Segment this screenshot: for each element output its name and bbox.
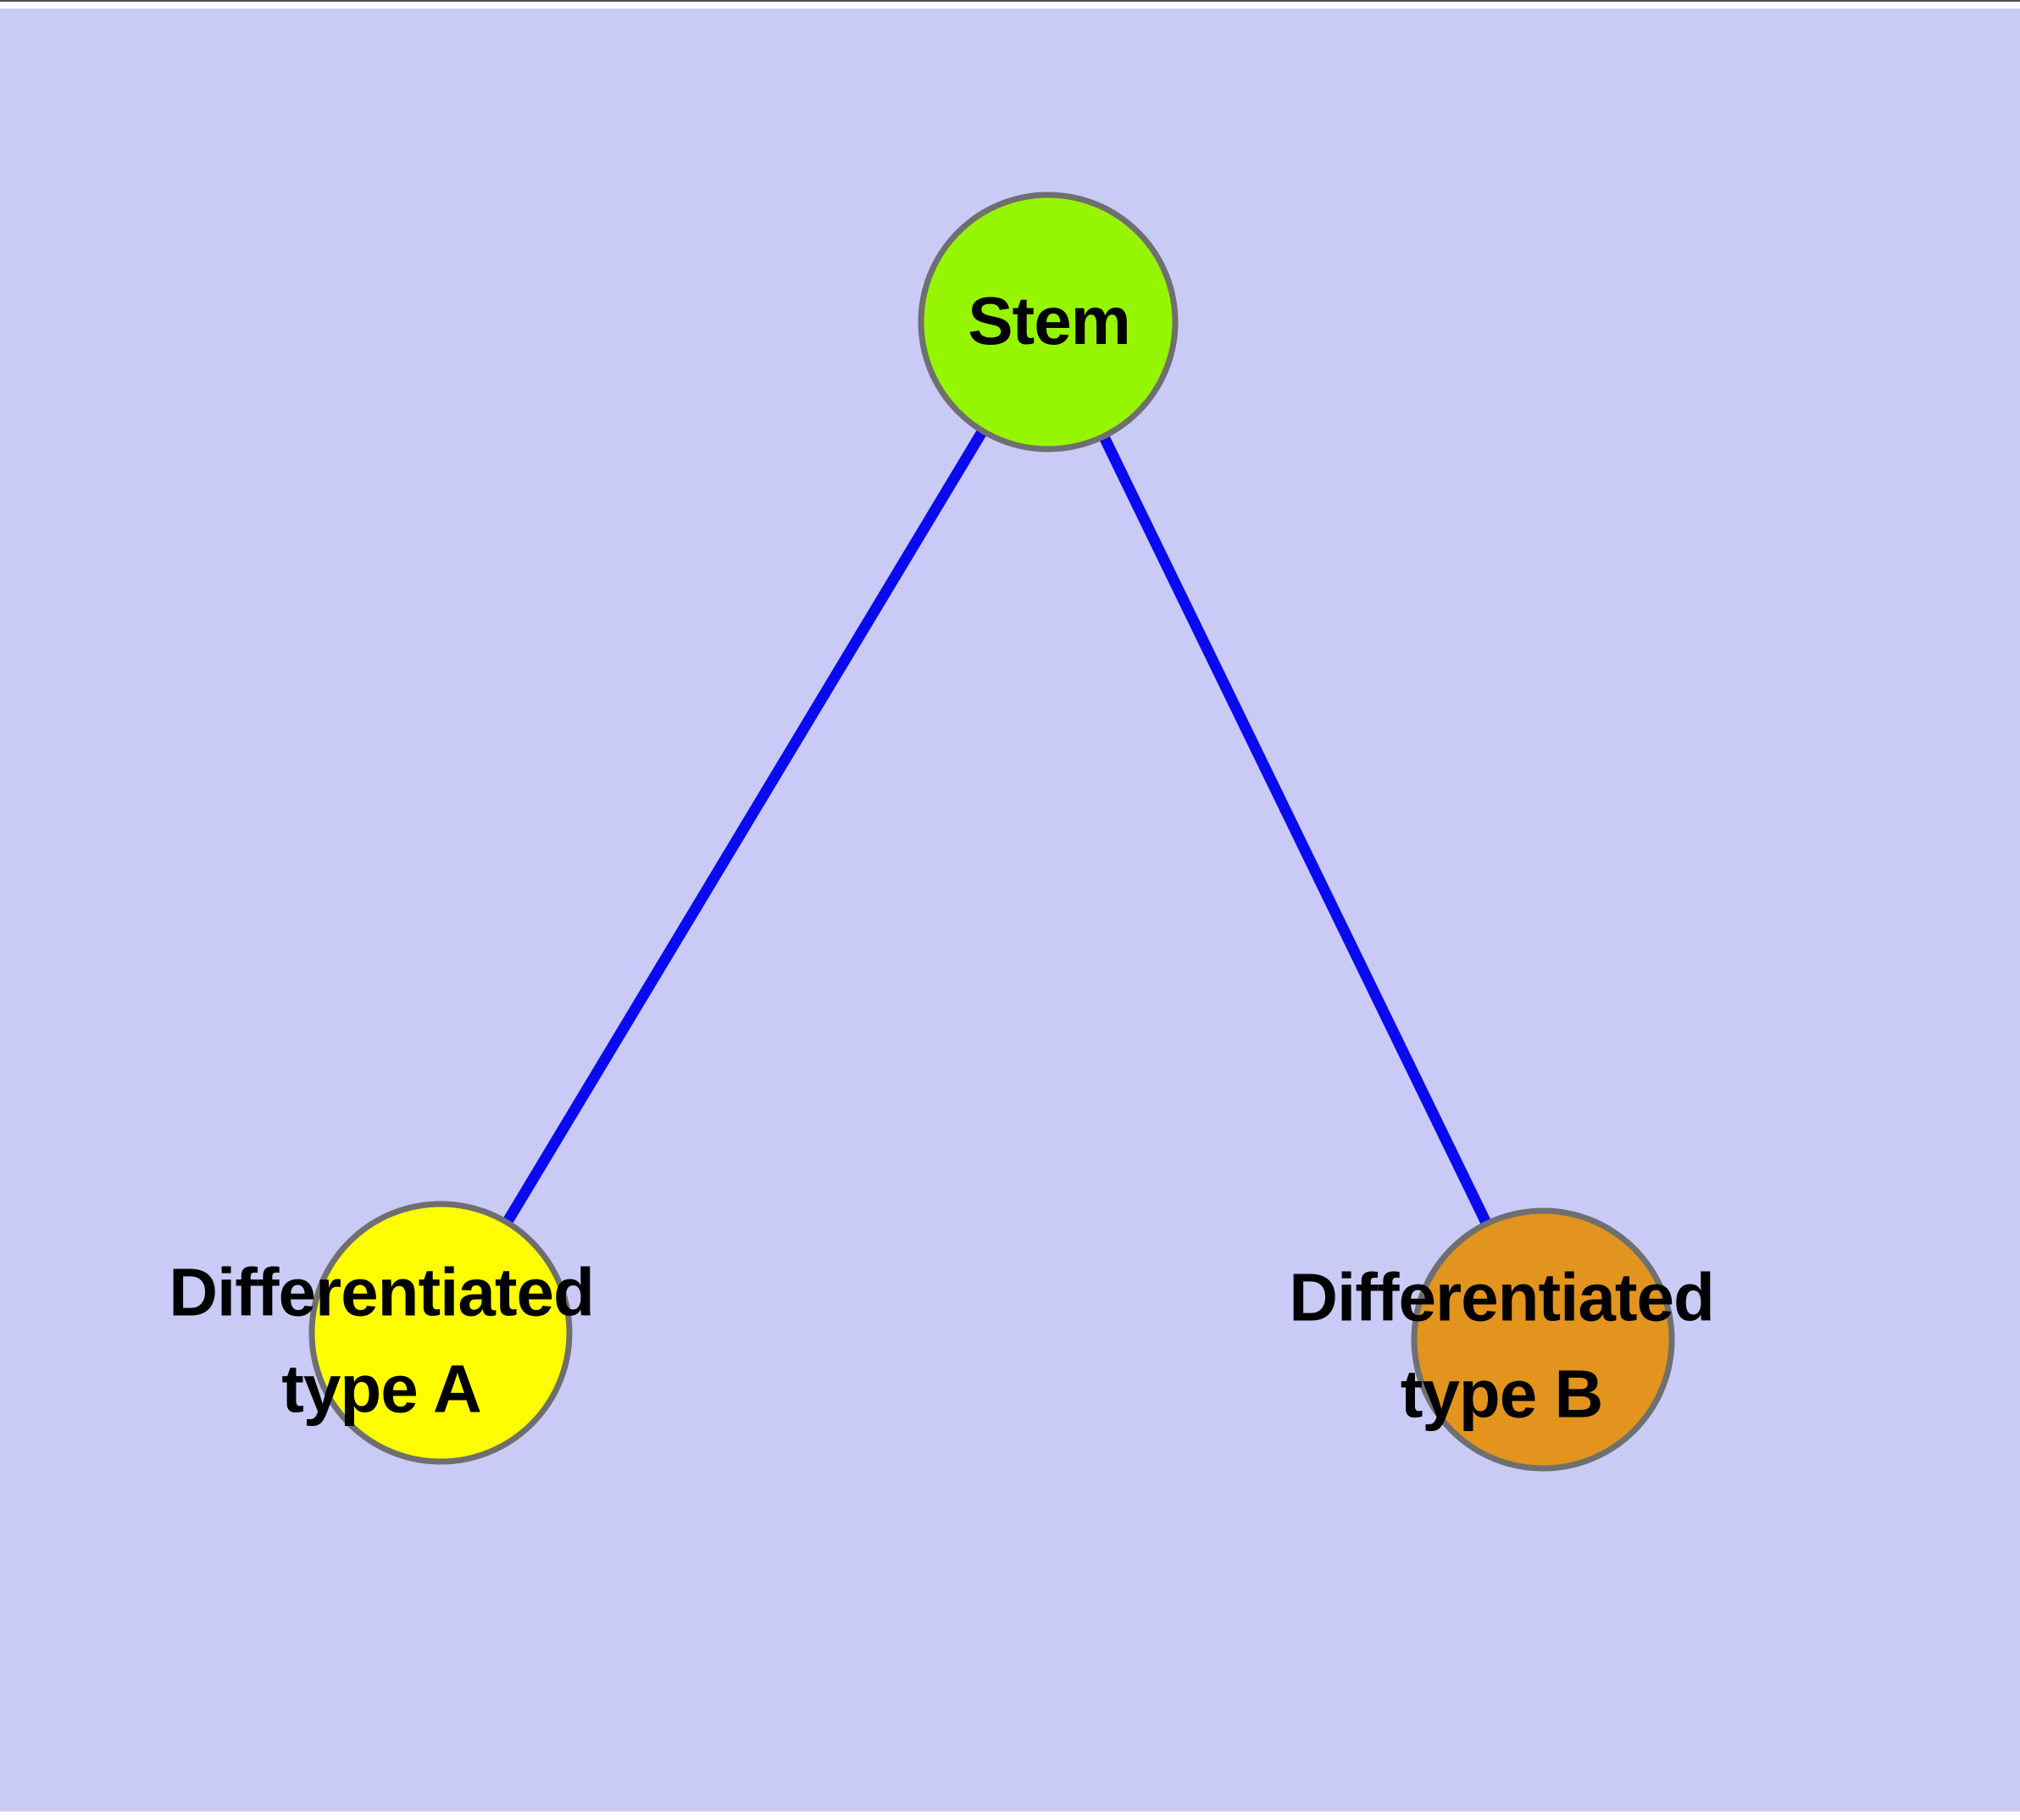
- node-stem: [918, 191, 1179, 452]
- node-differentiated-type-b: [1411, 1207, 1675, 1472]
- edge-stem-to-differentiated-type-a: [436, 319, 1053, 1336]
- node-label-differentiated-type-b: Differentiated type B: [1289, 1259, 1715, 1431]
- node-differentiated-type-a: [308, 1201, 573, 1465]
- diagram-canvas: Stem Differentiated type A Differentiate…: [0, 8, 2020, 1812]
- node-label-differentiated-type-a: Differentiated type A: [169, 1254, 595, 1426]
- edge-stem-to-differentiated-type-b: [1043, 319, 1548, 1342]
- top-hairline: [0, 0, 2020, 2]
- top-margin: [0, 2, 2020, 8]
- graph-svg: [308, 191, 1675, 1472]
- node-label-stem: Stem: [968, 283, 1131, 359]
